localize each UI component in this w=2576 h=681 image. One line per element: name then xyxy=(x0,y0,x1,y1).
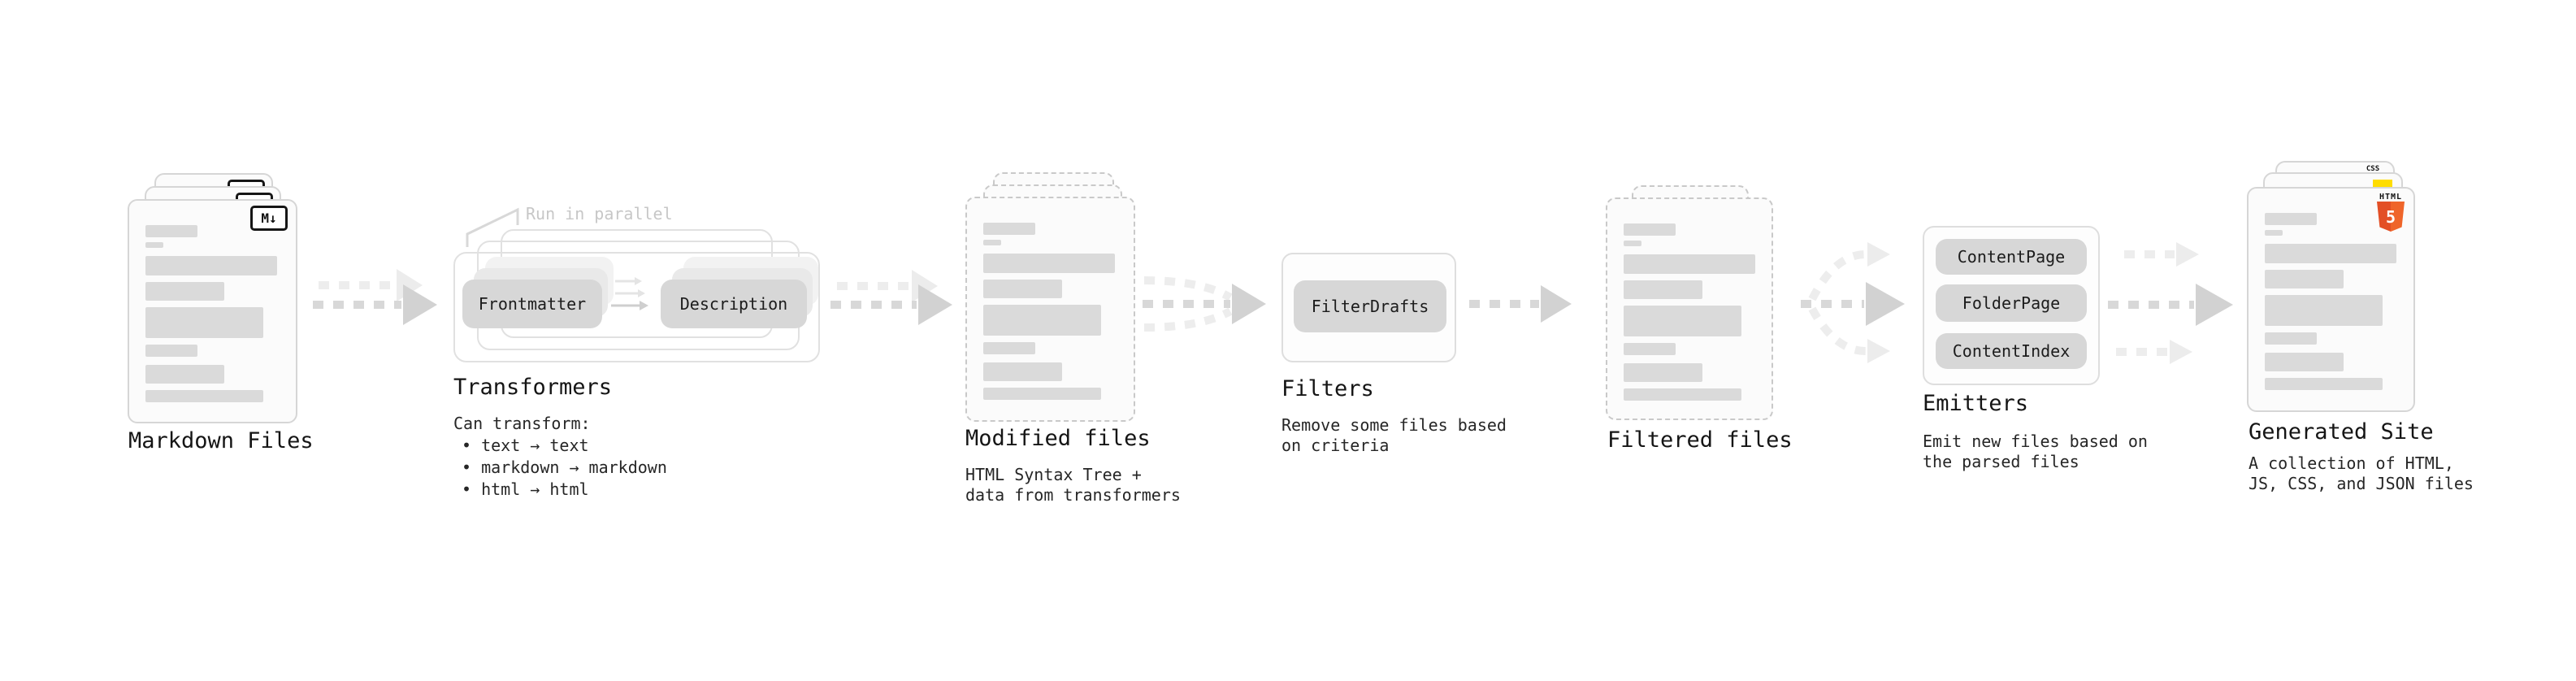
modified-files-description: HTML Syntax Tree + data from transformer… xyxy=(965,465,1181,505)
arrow-modified-to-filters xyxy=(1143,276,1266,332)
filters-group: FilterDrafts xyxy=(1281,253,1456,362)
description-pill: Description xyxy=(661,280,807,328)
arrow-emitters-to-generated xyxy=(2108,242,2233,364)
modified-files-label: Modified files xyxy=(965,426,1151,451)
modified-file-card-front xyxy=(965,197,1135,422)
filtered-file-card-front xyxy=(1606,197,1773,420)
text-skeleton xyxy=(1624,223,1755,401)
generated-site-label: Generated Site xyxy=(2249,419,2434,445)
filters-label: Filters xyxy=(1281,376,1374,401)
filterdrafts-pill: FilterDrafts xyxy=(1294,280,1446,332)
text-skeleton xyxy=(2265,213,2396,390)
text-skeleton xyxy=(983,223,1115,400)
run-in-parallel-arrows-icon xyxy=(611,277,648,310)
emitters-description: Emit new files based on the parsed files xyxy=(1923,432,2148,471)
transformers-bullet: • markdown → markdown xyxy=(462,458,667,477)
transformers-description: Can transform: • text → text • markdown … xyxy=(453,413,667,501)
arrow-markdown-to-transformers xyxy=(313,269,437,325)
transformer-group-front xyxy=(453,252,820,362)
folderpage-pill: FolderPage xyxy=(1936,284,2087,322)
text-skeleton xyxy=(145,225,277,402)
transformers-bullet: • html → html xyxy=(462,479,589,499)
generated-file-card-front: HTML 5 xyxy=(2247,187,2415,412)
arrow-transformers-to-modified xyxy=(830,270,952,325)
markdown-files-label: Markdown Files xyxy=(128,428,314,453)
contentindex-pill: ContentIndex xyxy=(1936,333,2087,369)
emitters-group: ContentPage FolderPage ContentIndex xyxy=(1923,226,2100,385)
filtered-files-label: Filtered files xyxy=(1607,427,1793,453)
note-leader-line xyxy=(466,207,519,247)
run-in-parallel-note: Run in parallel xyxy=(526,204,673,223)
frontmatter-pill: Frontmatter xyxy=(462,280,602,328)
arrow-filters-to-filtered xyxy=(1469,285,1572,323)
markdown-icon: M↓ xyxy=(250,206,288,231)
transformers-desc-title: Can transform: xyxy=(453,414,591,433)
markdown-file-card-front: M↓ xyxy=(128,199,297,423)
transformers-bullet: • text → text xyxy=(462,436,589,455)
html5-icon: HTML 5 xyxy=(2376,193,2405,232)
contentpage-pill: ContentPage xyxy=(1936,239,2087,275)
filters-description: Remove some files based on criteria xyxy=(1281,415,1507,455)
arrow-filtered-to-emitters xyxy=(1801,242,1905,363)
transformers-label: Transformers xyxy=(453,375,613,400)
generated-site-description: A collection of HTML, JS, CSS, and JSON … xyxy=(2249,453,2474,493)
emitters-label: Emitters xyxy=(1923,391,2029,416)
